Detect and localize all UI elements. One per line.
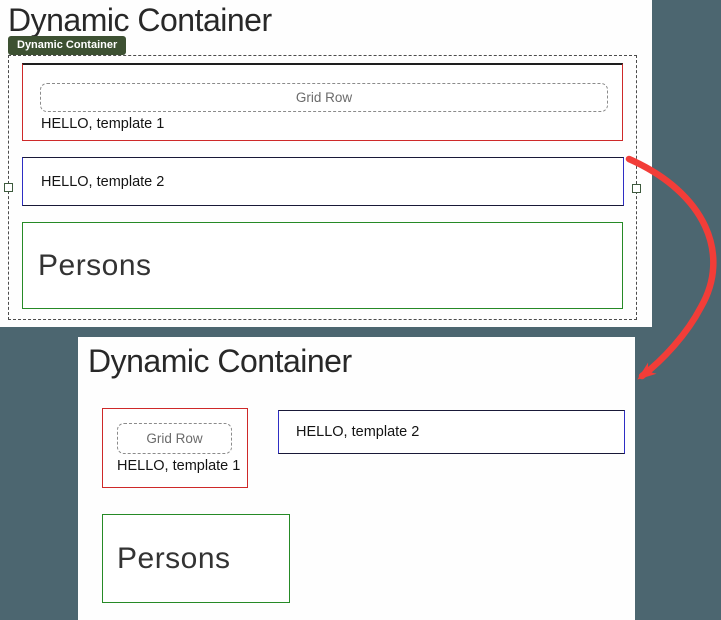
result-panel: Dynamic Container Grid Row HELLO, templa… [78,337,635,620]
result-template2-block: HELLO, template 2 [278,410,625,454]
result-persons-text: Persons [117,541,231,575]
result-template2-text: HELLO, template 2 [296,424,420,440]
resize-handle-right[interactable] [632,184,641,193]
template1-text: HELLO, template 1 [41,116,165,132]
template2-block[interactable]: HELLO, template 2 [22,157,624,206]
result-persons-block: Persons [102,514,290,603]
result-template1-text: HELLO, template 1 [117,458,241,474]
resize-handle-left[interactable] [4,183,13,192]
persons-block[interactable]: Persons [22,222,623,309]
grid-row-placeholder-label: Grid Row [295,90,353,105]
selection-badge: Dynamic Container [8,36,127,55]
template1-block[interactable]: Grid Row HELLO, template 1 [22,63,623,141]
result-grid-row-placeholder: Grid Row [117,423,232,454]
result-page-title: Dynamic Container [88,343,352,379]
template2-text: HELLO, template 2 [41,173,165,190]
editor-page-title: Dynamic Container [8,2,272,38]
editor-panel: Dynamic Container Dynamic Container Grid… [0,0,652,327]
grid-row-placeholder[interactable]: Grid Row [40,83,608,112]
result-grid-row-placeholder-label: Grid Row [146,431,203,446]
persons-text: Persons [38,248,152,282]
result-template1-block: Grid Row HELLO, template 1 [102,408,248,488]
